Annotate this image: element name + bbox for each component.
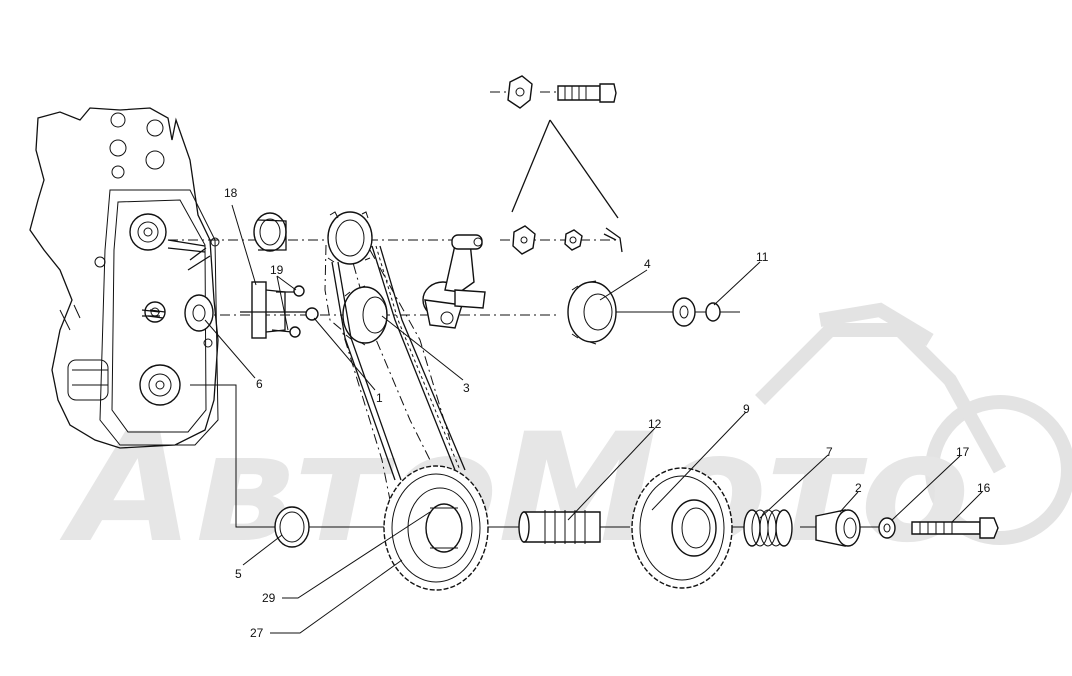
bushing xyxy=(253,212,287,252)
callout-4: 4 xyxy=(644,257,651,271)
plate-part-6 xyxy=(147,294,214,332)
castle-nut xyxy=(564,229,583,251)
callout-16: 16 xyxy=(977,481,991,495)
callout-27: 27 xyxy=(250,626,264,640)
callout-18: 18 xyxy=(224,186,238,200)
callout-17: 17 xyxy=(956,445,970,459)
hardware-bracket-lines xyxy=(511,119,619,219)
upper-sprocket xyxy=(327,211,373,265)
circlip-part-11 xyxy=(705,302,721,322)
hardware-bolt-top xyxy=(557,83,617,103)
callout-6: 6 xyxy=(256,377,263,391)
watermark-text: АвтоМото xyxy=(59,402,970,576)
callout-12: 12 xyxy=(648,417,662,431)
callout-5: 5 xyxy=(235,567,242,581)
callout-1: 1 xyxy=(376,391,383,405)
gear-part-4 xyxy=(567,280,617,345)
callout-7: 7 xyxy=(826,445,833,459)
large-gear-part-27 xyxy=(383,465,489,591)
watermark: АвтоМото xyxy=(59,302,1072,576)
cup-part-2 xyxy=(815,509,861,547)
callout-19: 19 xyxy=(270,263,284,277)
motorcycle-silhouette xyxy=(755,302,1072,545)
washer-part-4 xyxy=(672,297,696,327)
engine-case xyxy=(29,107,220,449)
bolt-part-16 xyxy=(911,517,999,539)
shaft-part-12 xyxy=(518,510,601,544)
case-upper-gear xyxy=(129,213,167,251)
ring-part-5 xyxy=(274,506,310,548)
screws-part-19 xyxy=(271,285,305,338)
washer-part-17 xyxy=(878,517,896,539)
callout-29: 29 xyxy=(262,591,276,605)
drive-chain xyxy=(331,245,466,481)
leader-lines xyxy=(204,204,983,634)
cotter-pin xyxy=(603,227,623,253)
bracket-part-18 xyxy=(240,281,319,339)
sprocket-part-3 xyxy=(342,285,388,346)
callout-9: 9 xyxy=(743,402,750,416)
gear-part-9 xyxy=(631,467,733,589)
case-lower-gear xyxy=(139,364,181,406)
hardware-nut-top xyxy=(507,75,533,109)
callout-11: 11 xyxy=(756,250,769,264)
chain-tensioner xyxy=(422,234,486,329)
spring-part-7 xyxy=(743,509,793,547)
callout-2: 2 xyxy=(855,481,862,495)
callout-3: 3 xyxy=(463,381,470,395)
hardware-nut-mid xyxy=(512,225,536,255)
case-studs xyxy=(141,239,211,317)
callout-labels: 18 19 6 1 3 4 11 12 9 7 2 17 16 5 29 27 xyxy=(224,186,991,640)
